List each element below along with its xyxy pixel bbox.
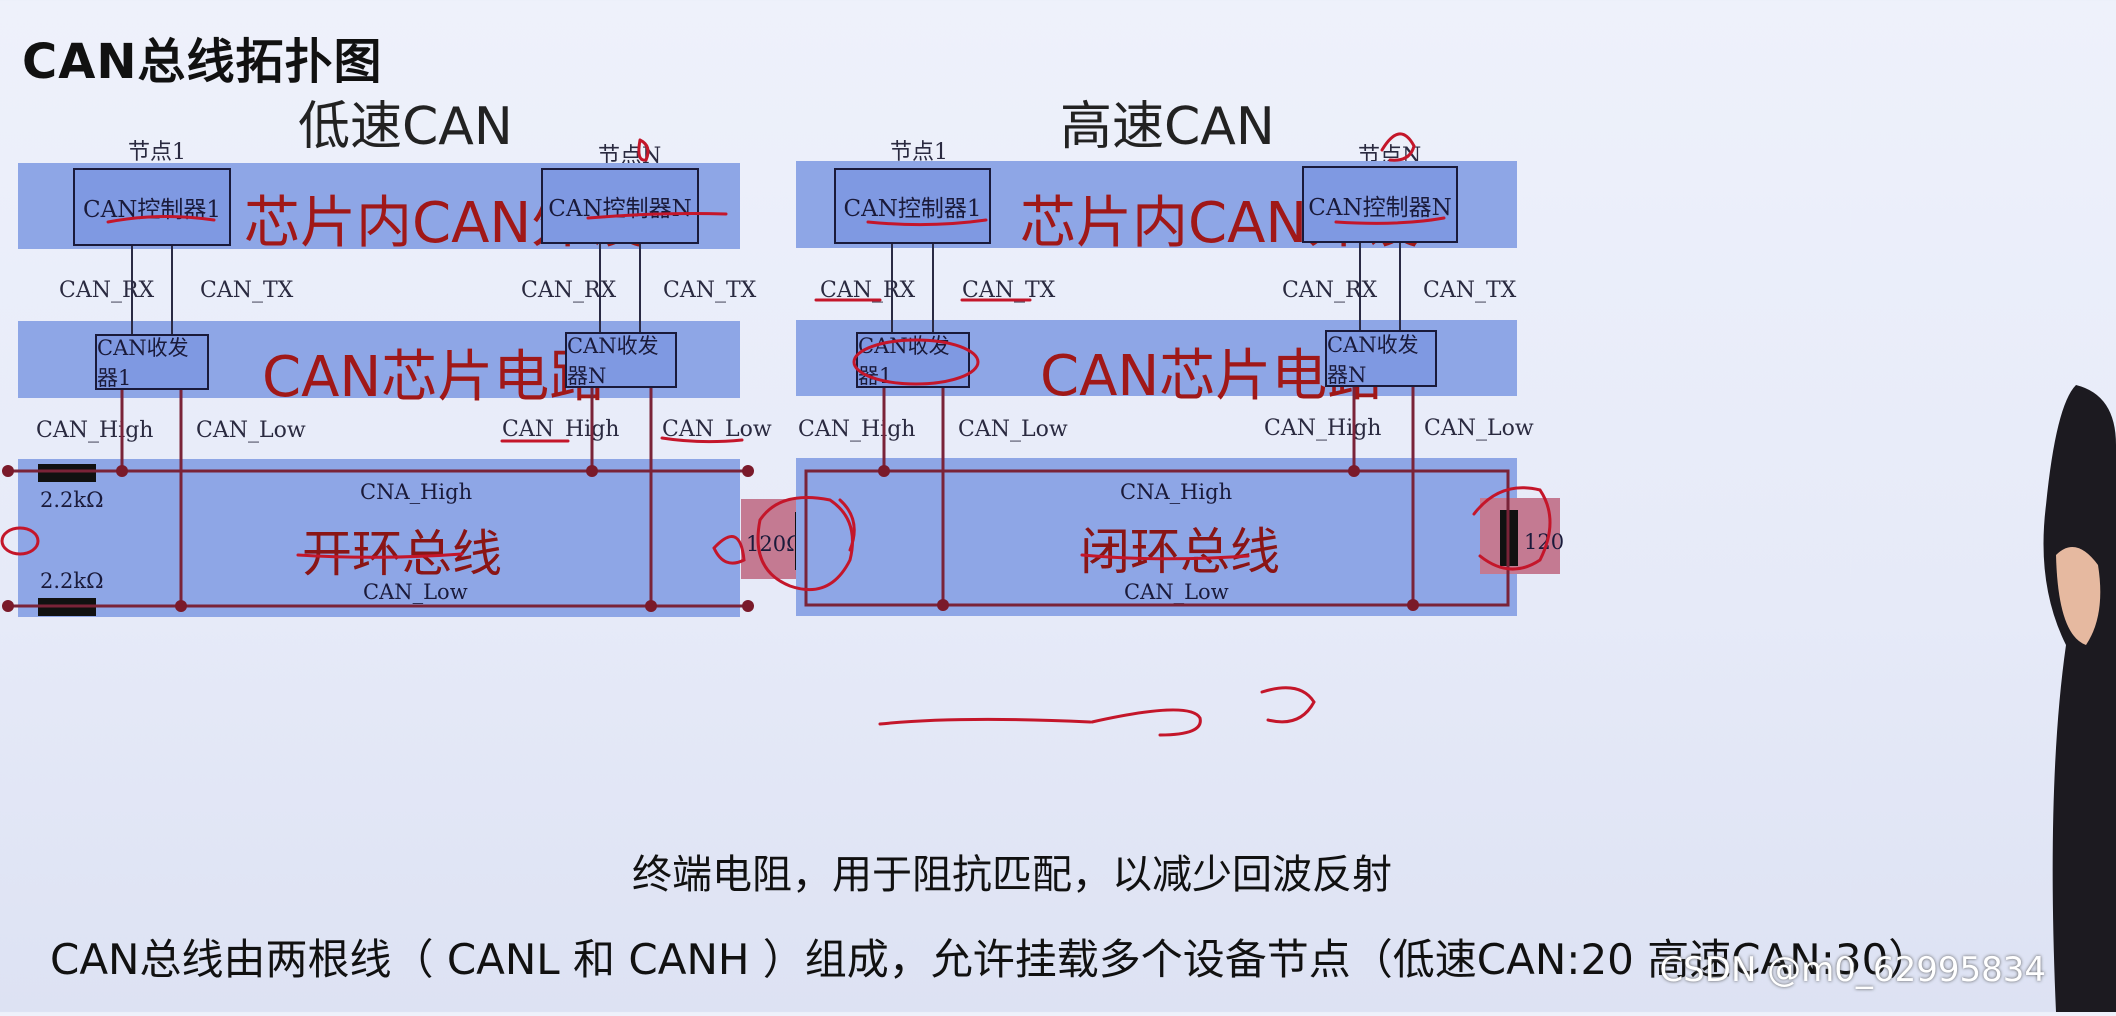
high-node1-label: 节点1 bbox=[890, 140, 948, 165]
low-res-top-label: 2.2kΩ bbox=[40, 488, 104, 512]
page-title: CAN总线拓扑图 bbox=[22, 34, 383, 90]
high-speed-heading: 高速CAN bbox=[1060, 97, 1275, 157]
high-transceiverN-box: CAN收发器N bbox=[1325, 330, 1437, 387]
mid-res-label: 120Ω bbox=[746, 532, 804, 556]
presenter-silhouette bbox=[2036, 385, 2116, 1012]
low-speed-heading: 低速CAN bbox=[298, 97, 513, 157]
high-controllerN-box: CAN控制器N bbox=[1302, 166, 1458, 243]
low-tx1-label: CAN_TX bbox=[200, 278, 294, 303]
caption-terminal-resistor: 终端电阻，用于阻抗匹配，以减少回波反射 bbox=[632, 852, 1392, 898]
low-chip-band-label: CAN芯片电路 bbox=[262, 345, 606, 410]
high-txN-label: CAN_TX bbox=[1423, 278, 1517, 303]
high-bus-high-label: CNA_High bbox=[1120, 480, 1233, 504]
high-controller1-box: CAN控制器1 bbox=[834, 168, 991, 244]
high-bus-band bbox=[796, 458, 1517, 616]
low-controller1-box: CAN控制器1 bbox=[73, 168, 231, 246]
low-high1-label: CAN_High bbox=[36, 418, 154, 443]
high-bus-name: 闭环总线 bbox=[1080, 523, 1280, 581]
low-bus-band bbox=[18, 459, 740, 617]
low-txN-label: CAN_TX bbox=[663, 278, 757, 303]
high-low1-label: CAN_Low bbox=[958, 417, 1068, 442]
low-bus-low-label: CAN_Low bbox=[363, 580, 468, 604]
low-resistor-top bbox=[38, 464, 96, 482]
low-controllerN-box: CAN控制器N bbox=[541, 168, 699, 244]
high-lowN-label: CAN_Low bbox=[1424, 416, 1534, 441]
low-bus-name: 开环总线 bbox=[302, 525, 502, 583]
high-bus-low-label: CAN_Low bbox=[1124, 580, 1229, 604]
low-node1-label: 节点1 bbox=[128, 140, 186, 165]
low-lowN-label: CAN_Low bbox=[662, 417, 772, 442]
low-transceiverN-box: CAN收发器N bbox=[565, 332, 677, 388]
low-transceiver1-box: CAN收发器1 bbox=[95, 334, 209, 390]
low-res-bottom-label: 2.2kΩ bbox=[40, 569, 104, 593]
low-highN-label: CAN_High bbox=[502, 417, 620, 442]
watermark: CSDN @m0_62995834 bbox=[1659, 950, 2046, 990]
low-low1-label: CAN_Low bbox=[196, 418, 306, 443]
caption-can-bus: CAN总线由两根线（ CANL 和 CANH ）组成，允许挂载多个设备节点（低速… bbox=[50, 935, 1931, 984]
low-rx1-label: CAN_RX bbox=[59, 278, 155, 303]
high-rxN-label: CAN_RX bbox=[1282, 278, 1378, 303]
high-high1-label: CAN_High bbox=[798, 417, 916, 442]
high-highN-label: CAN_High bbox=[1264, 416, 1382, 441]
right-terminator-box bbox=[1480, 498, 1560, 574]
low-bus-high-label: CNA_High bbox=[360, 480, 473, 504]
